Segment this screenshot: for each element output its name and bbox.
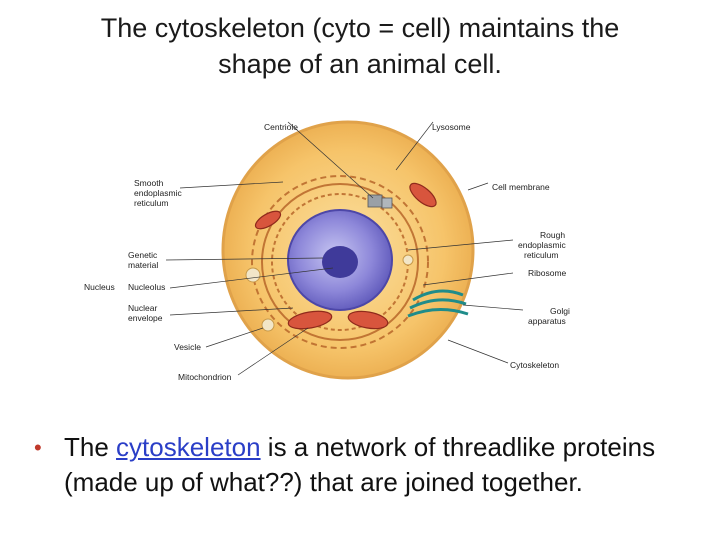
animal-cell-diagram: Centriole Lysosome Smooth endoplasmic re…	[78, 110, 598, 390]
label-vesicle: Vesicle	[174, 342, 201, 352]
label-lysosome: Lysosome	[432, 122, 471, 132]
bullet-text-end: is a network of threadlike proteins (mad…	[64, 432, 656, 497]
title-line-1: The cytoskeleton (cyto = cell) maintains…	[100, 13, 620, 43]
label-rough-er-3: reticulum	[524, 250, 559, 260]
label-cytoskeleton: Cytoskeleton	[510, 360, 560, 370]
bullet-dot-icon: •	[34, 435, 42, 460]
centriole	[367, 194, 383, 208]
bullet-text: The cytoskeleton is a network of threadl…	[64, 430, 694, 500]
label-rough-er-2: endoplasmic	[518, 240, 566, 250]
label-nuclear-envelope-2: envelope	[128, 313, 163, 323]
golgi-apparatus	[407, 289, 469, 318]
slide-title: The cytoskeleton (cyto = cell) maintains…	[20, 10, 700, 82]
label-genetic-material-2: material	[128, 260, 159, 270]
label-golgi-2: apparatus	[528, 316, 566, 326]
leader-lines	[165, 121, 524, 376]
cytoskeleton-link[interactable]: cytoskeleton	[116, 432, 261, 462]
label-centriole: Centriole	[264, 122, 299, 132]
label-smooth-er-3: reticulum	[134, 198, 169, 208]
label-nucleolus: Nucleolus	[128, 282, 166, 292]
label-nuclear-envelope-1: Nuclear	[128, 303, 158, 313]
label-rough-er-1: Rough	[540, 230, 566, 240]
label-cell-membrane: Cell membrane	[492, 182, 550, 192]
bullet-point: • The cytoskeleton is a network of threa…	[34, 430, 694, 500]
label-ribosome: Ribosome	[528, 268, 567, 278]
label-smooth-er-1: Smooth	[134, 178, 164, 188]
animal-cell-illustration	[165, 120, 524, 380]
label-nucleus: Nucleus	[84, 282, 115, 292]
label-smooth-er-2: endoplasmic	[134, 188, 182, 198]
nucleolus	[322, 246, 358, 278]
label-mitochondrion: Mitochondrion	[178, 372, 232, 382]
bullet-text-start: The	[64, 432, 117, 462]
title-line-2: shape of an animal cell.	[218, 49, 502, 79]
label-genetic-material-1: Genetic	[128, 250, 158, 260]
mitochondria	[254, 182, 437, 330]
label-golgi-1: Golgi	[550, 306, 570, 316]
